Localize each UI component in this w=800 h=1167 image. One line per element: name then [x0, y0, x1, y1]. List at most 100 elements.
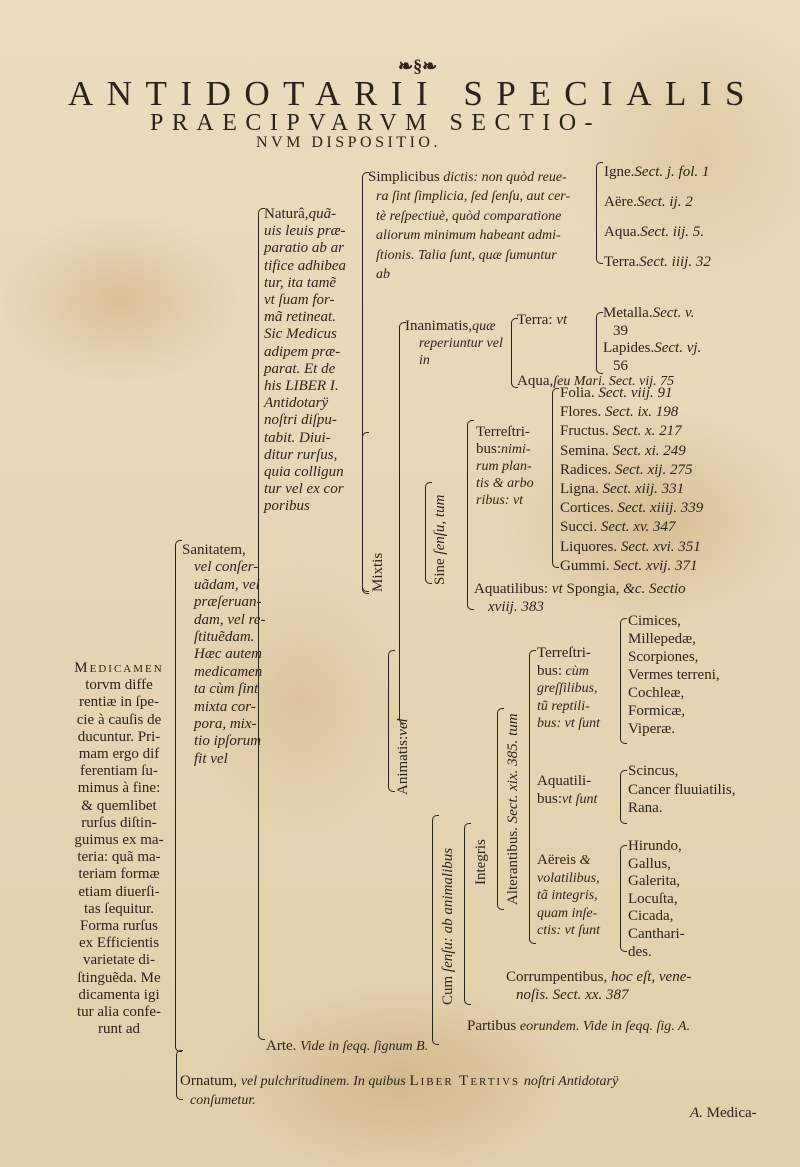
element-item: Aëre.Sect. ij. 2	[604, 194, 693, 210]
aquatilibus-animals-block: Aquatili- bus:vt ſunt	[537, 773, 598, 807]
bracket-elements	[596, 162, 603, 264]
sine-sensu-label: Sine ſenſu, tum	[432, 494, 448, 585]
text-line: Formicæ,	[628, 703, 686, 719]
text-line: Viperæ.	[628, 721, 676, 737]
text-line: Hirundo,	[628, 838, 682, 854]
medicamentorum-lead: Medicamen	[74, 660, 164, 676]
text-line: tas ſequitur.	[84, 900, 154, 917]
text-line: etiam diuerſi-	[78, 883, 160, 900]
text-line: ctis: vt ſunt	[537, 923, 600, 938]
text-line: Cancer fluuiatilis,	[628, 781, 736, 798]
terrestribus-animals-block: Terreſtri- bus: cùm greſſilibus,tũ repti…	[537, 645, 600, 731]
text-line: rurſus diſtin-	[81, 814, 157, 831]
mineral-item: Metalla.Sect. v.	[603, 305, 695, 321]
text-line: aliorum minimum habeant admi-	[376, 228, 561, 244]
text-line: quia colligun	[264, 464, 344, 481]
text-line: fit vel	[194, 750, 228, 767]
simplicibus-block: Simplicibus dictis: non quòd reue- ra ſi…	[368, 168, 570, 284]
plant-item: Radices. Sect. xij. 275	[560, 461, 693, 478]
text-line: parat. Et de	[264, 360, 336, 377]
plant-item: Semina. Sect. xi. 249	[560, 442, 686, 459]
inanimatis-lead-italic: quæ	[472, 319, 496, 334]
text-line: poribus	[264, 498, 310, 515]
aquatilibus-plants: Aquatilibus: vt Spongia, &c. Sectio xvii…	[474, 581, 686, 615]
text-line: des.	[628, 943, 652, 960]
simplicibus-text: ra ſint ſimplicia, ſed ſenſu, aut cer-tè…	[368, 187, 570, 284]
inanimatis-block: Inanimatis,quæ reperiuntur vel in	[405, 318, 503, 369]
text-line: ferentiam ſu-	[80, 763, 158, 780]
bracket-air-animals	[620, 845, 627, 952]
text-line: ditur rurſus,	[264, 446, 338, 463]
text-line: dicamenta igi	[78, 986, 160, 1003]
text-line: tur, ita tamẽ	[264, 274, 337, 291]
plant-item: Succi. Sect. xv. 347	[560, 519, 676, 536]
text-line: & quemlibet	[81, 797, 157, 814]
text-line: Vermes terreni,	[628, 667, 720, 683]
corrumpentibus: Corrumpentibus, hoc eſt, vene- noſis. Se…	[506, 969, 692, 1003]
mixtis-label: Mixtis	[370, 552, 386, 592]
text-line: ta cùm ſint	[194, 681, 259, 698]
water-animals-list: Scincus, Cancer fluuiatilis, Rana.	[628, 762, 735, 818]
partibus: Partibus eorundem. Vide in ſeqq. ſig. A.	[467, 1018, 691, 1034]
bracket-natura	[258, 208, 265, 1040]
page-subtitle: PRAECIPVARVM SECTIO-	[150, 110, 602, 136]
bracket-sine-sensu	[425, 482, 432, 584]
text-line: bus: vt ſunt	[537, 716, 600, 731]
text-line: vel conſer-	[194, 559, 259, 576]
bracket-sanitatem	[175, 540, 182, 1052]
element-item: Terra.Sect. iiij. 32	[604, 254, 711, 270]
text-line: præſeruan-	[194, 594, 262, 611]
text-line: quam inſe-	[537, 905, 598, 921]
mineral-page: 39	[613, 322, 628, 339]
text-line: tur vel ex cor	[264, 481, 344, 498]
text-line: ſtinguẽda. Me	[77, 969, 161, 986]
text-line: Cimices,	[628, 613, 681, 629]
text-line: rum plan-	[476, 459, 532, 474]
mineral-item: Lapides.Sect. vj.	[603, 340, 702, 356]
text-line: Forma rurſus	[80, 918, 158, 935]
terra-vt: Terra: vt	[517, 312, 568, 328]
text-line: tabit. Diui-	[264, 429, 331, 446]
animatis-label: Animatis:vel	[395, 718, 411, 795]
text-line: Hæc autem	[194, 646, 262, 663]
inanimatis-lead: Inanimatis,	[405, 318, 473, 334]
text-line: Locuſta,	[628, 890, 678, 907]
text-line: teriam formæ	[78, 866, 160, 883]
text-line: mimus à fine:	[77, 780, 161, 797]
text-line: ducuntur. Pri-	[77, 728, 161, 745]
plant-item: Flores. Sect. ix. 198	[560, 404, 679, 421]
bracket-ornatum	[176, 1050, 183, 1100]
plant-item: Gummi. Sect. xvij. 371	[560, 557, 698, 574]
text-line: varietate di-	[82, 952, 156, 969]
text-line: greſſilibus,	[537, 681, 598, 696]
bracket-land-animals	[620, 618, 627, 744]
minerals-list: Metalla.Sect. v. 39 Lapides.Sect. vj. 56	[603, 305, 701, 375]
text-line: noſtri diſpu-	[264, 412, 337, 429]
text-line: tifice adhibea	[264, 257, 347, 274]
text-line: ab	[376, 267, 390, 283]
text-line: in	[419, 353, 430, 368]
bracket-cum-sensu	[432, 815, 439, 1045]
text-line: Rana.	[628, 800, 663, 816]
text-line: mam ergo dif	[78, 746, 160, 763]
simplicibus-lead-italic: dictis: non quòd reue-	[443, 170, 567, 185]
text-line: tur alia confe-	[76, 1004, 162, 1021]
bracket-minerals	[596, 312, 603, 374]
text-line: uis leuis præ-	[264, 223, 346, 240]
plant-item: Ligna. Sect. xiij. 331	[560, 481, 685, 498]
text-line: cie à cauſis de	[76, 711, 162, 728]
text-line: adipem præ-	[264, 343, 341, 360]
cum-sensu-label: Cum ſenſu: ab animalibus	[440, 847, 456, 1005]
text-line: Millepedæ,	[628, 631, 696, 647]
page-subtitle-continued: NVM DISPOSITIO.	[256, 134, 441, 151]
text-line: mixta cor-	[194, 698, 256, 715]
text-line: reperiuntur vel	[419, 336, 503, 351]
aereis-block: Aëreis & volatilibus,tã integris,quam in…	[537, 852, 600, 938]
text-line: Scincus,	[628, 763, 679, 779]
text-line: ſtionis. Talia ſunt, quæ ſumuntur	[376, 247, 557, 263]
